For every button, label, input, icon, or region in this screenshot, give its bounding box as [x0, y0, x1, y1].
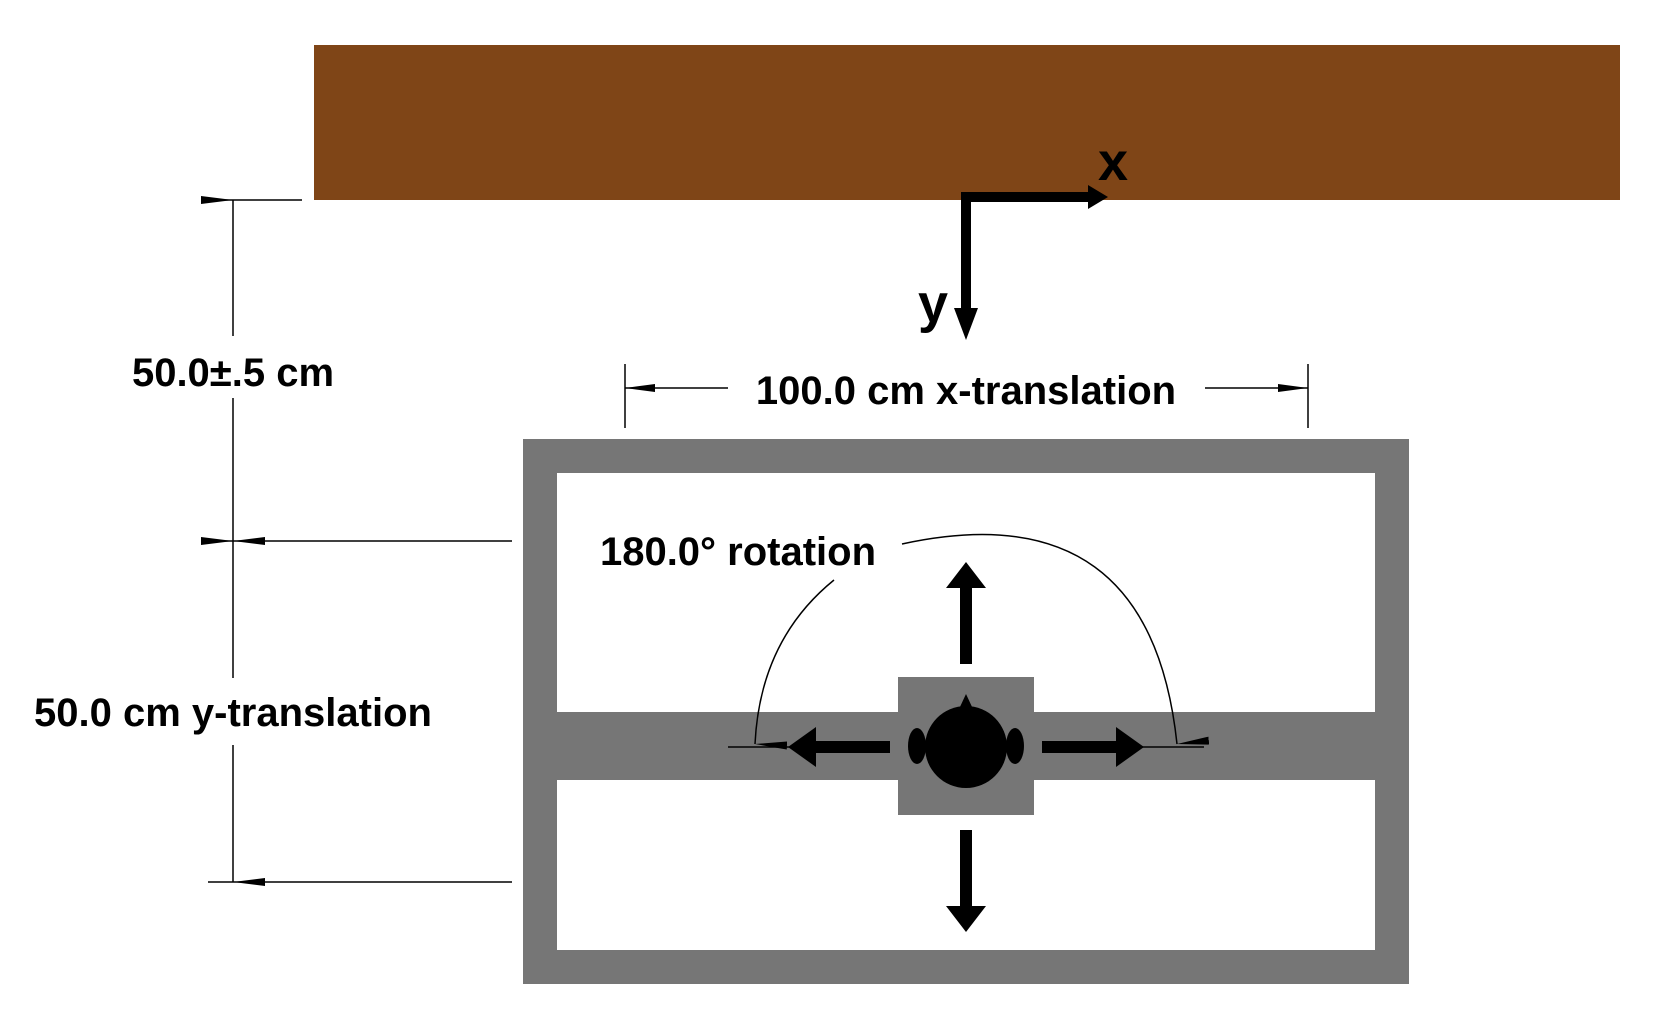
- motion-arrows: [728, 562, 1204, 932]
- x-axis-arrowhead: [1088, 185, 1108, 209]
- wall: [314, 45, 1620, 200]
- nose: [959, 694, 973, 709]
- coordinate-axes: x y: [918, 132, 1128, 340]
- left-arrow: [788, 727, 890, 767]
- x-translation-dimension: 100.0 cm x-translation: [624, 364, 1309, 428]
- rotation-arc-left: [754, 579, 835, 750]
- wall-distance-label: 50.0±.5 cm: [132, 351, 334, 395]
- rotation-indicator: 180.0° rotation: [600, 530, 1210, 750]
- wall-distance-dimension: 50.0±.5 cm: [132, 196, 512, 545]
- right-ear: [1006, 728, 1024, 764]
- x-translation-label: 100.0 cm x-translation: [756, 369, 1176, 413]
- down-arrow: [946, 830, 986, 932]
- head: [908, 694, 1024, 788]
- x-axis-label: x: [1098, 132, 1128, 192]
- rotation-label: 180.0° rotation: [600, 530, 876, 574]
- rotation-arc-right: [901, 533, 1210, 745]
- up-arrow: [946, 562, 986, 664]
- axis-corner: [961, 192, 1090, 310]
- right-arrow: [1042, 727, 1144, 767]
- head-circle: [925, 706, 1007, 788]
- left-ear: [908, 728, 926, 764]
- y-axis-arrowhead: [954, 308, 978, 340]
- y-axis-label: y: [918, 274, 948, 334]
- y-translation-label: 50.0 cm y-translation: [34, 691, 432, 735]
- y-translation-dimension: 50.0 cm y-translation: [34, 537, 512, 886]
